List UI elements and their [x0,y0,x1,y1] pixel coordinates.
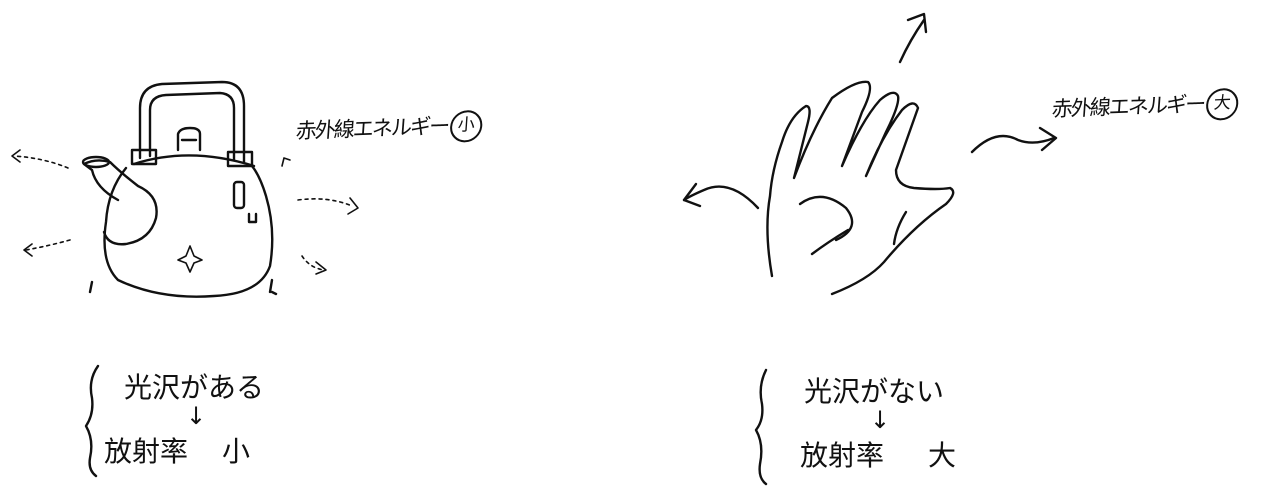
left-brace [84,364,100,478]
right-down-arrow: ↓ [870,406,891,434]
emissivity-value: 小 [222,435,251,468]
kettle-radiation-arrows [11,149,359,275]
teakettle-drawing [81,80,278,298]
emissivity-term: 放射率 [800,439,885,472]
left-down-arrow: ↓ [186,402,207,430]
right-brace [754,368,768,486]
energy-level-large-badge: 大 [1205,87,1240,121]
kettle-lid-knob [176,126,202,152]
left-caption-glossy: 光沢がある [124,371,265,404]
energy-level-small-badge: 小 [449,109,484,143]
hand-radiation-arrows [682,12,1058,210]
kettle-body [103,164,274,298]
kettle-highlight [232,180,246,210]
kettle-spout [82,159,158,246]
kettle-sparkle [177,245,203,273]
kettle-lid [132,154,256,168]
emissivity-term: 放射率 [104,435,189,468]
emissivity-value: 大 [928,439,957,472]
hand-drawing [766,80,955,296]
infrared-energy-text: 赤外線エネルギー [1050,91,1206,122]
right-infrared-energy-label: 赤外線エネルギー大 [1051,87,1240,126]
infrared-energy-text: 赤外線エネルギー [294,113,450,144]
left-infrared-energy-label: 赤外線エネルギー小 [295,109,484,148]
kettle-handle [138,80,246,164]
right-caption-matte: 光沢がない [804,375,945,408]
right-caption-emissivity: 放射率 大 [800,434,956,474]
hand-outline [766,80,955,296]
left-caption-emissivity: 放射率小 [104,430,250,470]
kettle-handle-inner [148,91,236,162]
kettle-handle-fitting-left [130,148,158,166]
